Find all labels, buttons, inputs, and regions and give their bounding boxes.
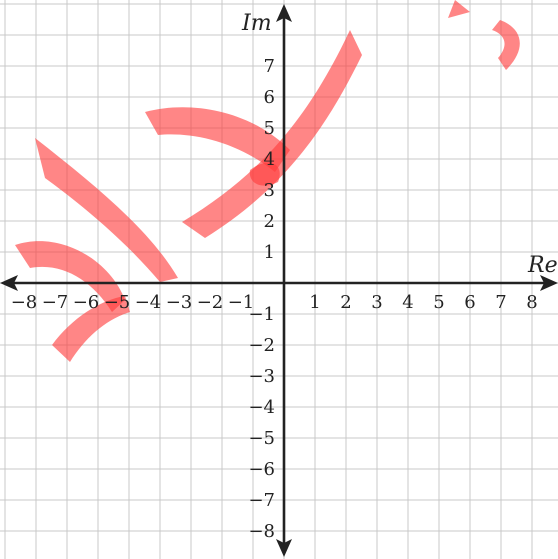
real-axis-arrow-right xyxy=(540,275,558,291)
real-axis-tick-label: −4 xyxy=(135,292,162,313)
imaginary-axis-tick-labels: 7 6 5 4 3 2 1 −1 −2 −3 −4 −5 −6 −7 −8 xyxy=(248,56,275,542)
real-axis-tick-label: −6 xyxy=(73,292,100,313)
imaginary-axis-label: Im xyxy=(241,11,272,36)
real-axis-tick-label: −2 xyxy=(197,292,224,313)
real-axis-tick-label: 8 xyxy=(526,292,537,313)
real-axis-tick-label: −8 xyxy=(11,292,38,313)
imaginary-axis-tick-label: 7 xyxy=(264,56,275,77)
real-axis-tick-label: −3 xyxy=(166,292,193,313)
real-axis-tick-label: 3 xyxy=(371,292,382,313)
real-axis-label: Re xyxy=(527,253,558,278)
imaginary-axis-tick-label: 6 xyxy=(264,87,275,108)
imaginary-axis-tick-label: 2 xyxy=(264,211,275,232)
imaginary-axis-tick-label: −5 xyxy=(248,428,275,449)
imaginary-axis-tick-label: −4 xyxy=(248,397,275,418)
imaginary-axis-tick-label: 1 xyxy=(264,242,275,263)
real-axis-tick-label: −5 xyxy=(104,292,131,313)
imaginary-axis-tick-label: −6 xyxy=(248,459,275,480)
imaginary-axis-arrow-up xyxy=(276,4,292,22)
real-axis-tick-label: 4 xyxy=(402,292,413,313)
imaginary-axis-tick-label: −2 xyxy=(248,335,275,356)
real-axis-tick-label: −7 xyxy=(42,292,69,313)
real-axis-tick-label: 6 xyxy=(464,292,475,313)
real-axis-tick-label: 5 xyxy=(433,292,444,313)
real-axis-tick-label: 1 xyxy=(309,292,320,313)
imaginary-axis-tick-label: −1 xyxy=(248,304,275,325)
imaginary-axis-tick-label: 3 xyxy=(264,180,275,201)
imaginary-axis-tick-label: −3 xyxy=(248,366,275,387)
imaginary-axis-tick-label: 4 xyxy=(264,149,275,170)
watermark-logo xyxy=(15,0,520,362)
real-axis-tick-label: 2 xyxy=(340,292,351,313)
real-axis-arrow-left xyxy=(0,275,18,291)
imaginary-axis-tick-label: −7 xyxy=(248,490,275,511)
real-axis-tick-label: −1 xyxy=(228,292,255,313)
imaginary-axis-tick-label: 5 xyxy=(264,118,275,139)
real-axis-tick-label: 7 xyxy=(495,292,506,313)
axes xyxy=(0,4,558,557)
imaginary-axis-arrow-down xyxy=(276,539,292,557)
imaginary-axis-tick-label: −8 xyxy=(248,521,275,542)
